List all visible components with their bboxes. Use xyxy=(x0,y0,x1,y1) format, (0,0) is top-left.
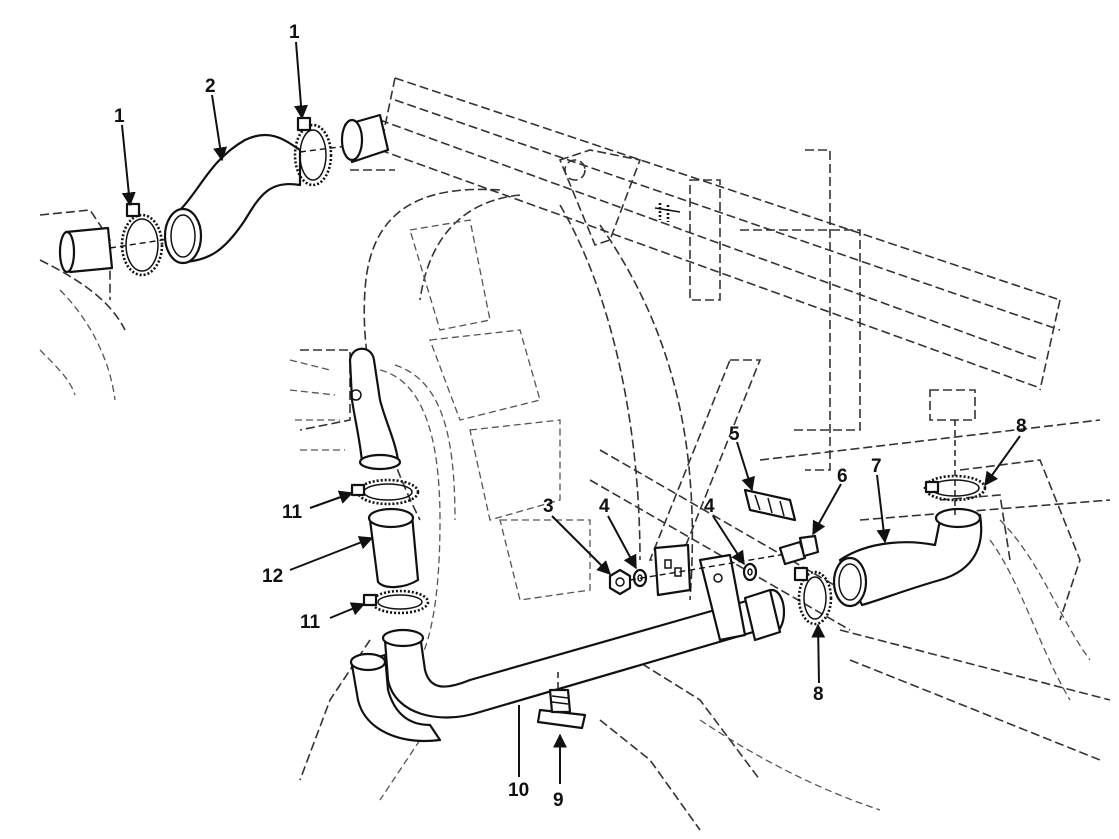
callout-3: 3 xyxy=(543,496,554,517)
washer-right xyxy=(742,562,758,582)
nut xyxy=(608,568,632,596)
hose-clamp-8-lower xyxy=(793,566,833,626)
callout-7: 7 xyxy=(871,456,882,477)
hose-clamp-1-left xyxy=(120,202,164,277)
hose-clamp-11-lower xyxy=(362,589,430,615)
bolt xyxy=(778,534,820,566)
spacer xyxy=(743,488,797,522)
upper-radiator-hose xyxy=(163,133,302,265)
radiator-bracket-plate xyxy=(653,543,692,597)
water-pump-inlet-neck xyxy=(348,347,402,471)
callout-4-left: 4 xyxy=(599,496,610,517)
lower-radiator-hose xyxy=(832,507,983,608)
callout-11-lower: 11 xyxy=(300,612,321,633)
callout-4-right: 4 xyxy=(704,496,715,517)
temperature-sender xyxy=(536,688,587,730)
engine-outlet-neck xyxy=(58,226,114,274)
callout-8-lower: 8 xyxy=(813,684,824,705)
coolant-tube xyxy=(349,588,786,742)
hose-clamp-8-upper xyxy=(923,474,987,502)
tube-mounting-bracket xyxy=(698,553,747,642)
callout-labels: 1 2 1 3 4 4 5 6 7 8 8 9 10 11 12 11 xyxy=(114,22,1027,811)
leader-lines xyxy=(121,41,1021,784)
callout-9: 9 xyxy=(553,790,564,811)
hose-clamp-11-upper xyxy=(350,478,420,506)
bypass-hose xyxy=(367,507,420,589)
callout-1-left: 1 xyxy=(114,106,125,127)
callout-12: 12 xyxy=(262,566,283,587)
callout-1-right: 1 xyxy=(289,22,300,43)
callout-10: 10 xyxy=(508,780,529,801)
callout-2: 2 xyxy=(205,76,216,97)
callout-5: 5 xyxy=(729,424,740,445)
callout-11-upper: 11 xyxy=(282,502,303,523)
callout-6: 6 xyxy=(837,466,848,487)
radiator-inlet xyxy=(340,113,390,164)
callout-8-upper: 8 xyxy=(1016,416,1027,437)
